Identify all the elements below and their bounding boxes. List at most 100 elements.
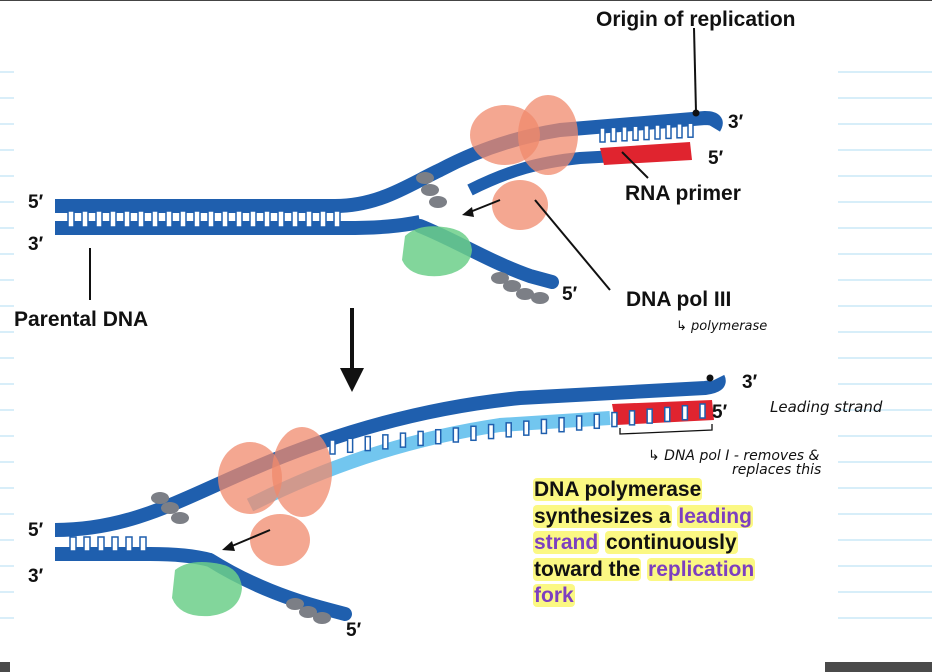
caption-part4: strand [533,531,600,554]
base-pair-rung [599,127,606,143]
bottom-origin-dot [706,374,714,382]
base-pair-rung [69,536,77,552]
transition-arrow [340,308,364,392]
base-pair-rung [291,210,299,228]
base-pair-rung [664,406,671,423]
base-pair-rung [221,210,229,228]
bottom-synthesis-arrow [231,529,271,547]
base-pair-rung [628,410,636,426]
origin-label: Origin of replication [596,8,796,31]
base-pair-rung [193,210,201,228]
base-pair-rung [179,210,187,228]
base-pair-rung [665,123,672,140]
base-pair-rung [540,418,548,435]
base-pair-rung [676,123,683,139]
dna-pol-iii-label: DNA pol III [626,288,731,311]
base-pair-rung [151,210,159,228]
base-pair-rung [109,210,117,228]
bottom-three-prime-right: 3′ [742,372,758,393]
base-pair-rung [207,210,215,228]
top-five-prime-lagging: 5′ [562,284,578,305]
top-base-rungs [67,122,694,228]
top-synthesis-arrow [469,199,501,213]
polymerase-handwritten-note: ↳ polymerase [676,319,767,334]
origin-pointer-dot [692,109,700,117]
base-pair-rung [263,210,271,228]
base-pair-rung [687,122,694,138]
base-pair-rung [470,425,477,442]
base-pair-rung [123,210,131,228]
top-five-prime-primer: 5′ [708,148,724,169]
base-pair-rung [333,210,341,228]
caption-text: DNA polymerase synthesizes a leading str… [533,477,823,610]
top-ssb-proteins [416,172,549,304]
base-pair-rung [610,126,617,143]
base-pair-rung [125,536,133,552]
caption-part7: replication [647,557,756,581]
bottom-five-prime-lagging: 5′ [346,620,362,641]
base-pair-rung [452,427,460,443]
base-pair-rung [165,210,173,228]
bottom-strand-lower-parental [55,547,212,567]
pol-pointer-line [534,199,611,291]
base-pair-rung [523,420,530,436]
bottom-dna-pol-iii [218,427,332,566]
bottom-strand-upper [54,374,726,537]
top-dna-pol-iii [470,95,578,230]
top-strand-lower-parental [55,215,422,235]
base-pair-rung [558,416,565,433]
base-pair-rung [67,210,75,228]
base-pair-rung [97,536,105,552]
bottom-five-prime-left: 5′ [28,520,44,541]
base-pair-rung [505,422,512,438]
base-pair-rung [111,536,119,552]
base-pair-rung [632,125,639,141]
bottom-rna-primer [612,400,714,425]
primer-bracket [619,424,713,435]
base-pair-rung [83,536,91,552]
base-pair-rung [382,434,389,450]
leading-strand-handwritten: Leading strand [770,398,883,416]
caption-part8: fork [533,584,575,607]
base-pair-rung [346,437,354,454]
base-pair-rung [95,210,103,228]
rna-primer-label: RNA primer [625,182,741,205]
base-pair-rung [699,403,706,419]
base-pair-rung [621,126,628,142]
base-pair-rung [399,432,407,448]
primer-pointer-line [621,151,649,179]
base-pair-rung [319,210,327,228]
base-pair-rung [277,210,285,228]
base-pair-rung [646,408,653,424]
base-pair-rung [137,210,145,228]
top-three-prime-right: 3′ [728,112,744,133]
caption-part2: synthesizes a [533,504,672,528]
bottom-sliding-clamp [172,562,242,617]
base-pair-rung [654,124,661,140]
base-pair-rung [593,413,601,430]
base-pair-rung [364,435,371,452]
top-rna-primer [600,142,692,165]
origin-pointer-line [693,27,697,113]
top-synthesis-arrowhead [462,207,474,217]
base-pair-rung [487,423,495,440]
base-pair-rung [81,210,89,228]
base-pair-rung [643,124,650,141]
caption-part1: DNA polymerase [533,478,703,501]
base-pair-rung [575,415,583,431]
dna-pol-i-note-line2: replaces this [732,462,821,478]
caption-part3: leading [677,504,753,528]
base-pair-rung [681,404,689,421]
top-three-prime-left: 3′ [28,234,44,255]
base-pair-rung [139,536,147,552]
dna-pol-i-note-line1: ↳ DNA pol I - removes & [648,448,820,464]
base-pair-rung [417,430,424,447]
bottom-five-prime-primer: 5′ [712,402,728,423]
base-pair-rung [329,439,336,455]
base-pair-rung [611,411,618,428]
top-five-prime-left: 5′ [28,192,44,213]
base-pair-rung [249,210,257,228]
base-pair-rung [434,428,442,445]
base-pair-rung [305,210,313,228]
